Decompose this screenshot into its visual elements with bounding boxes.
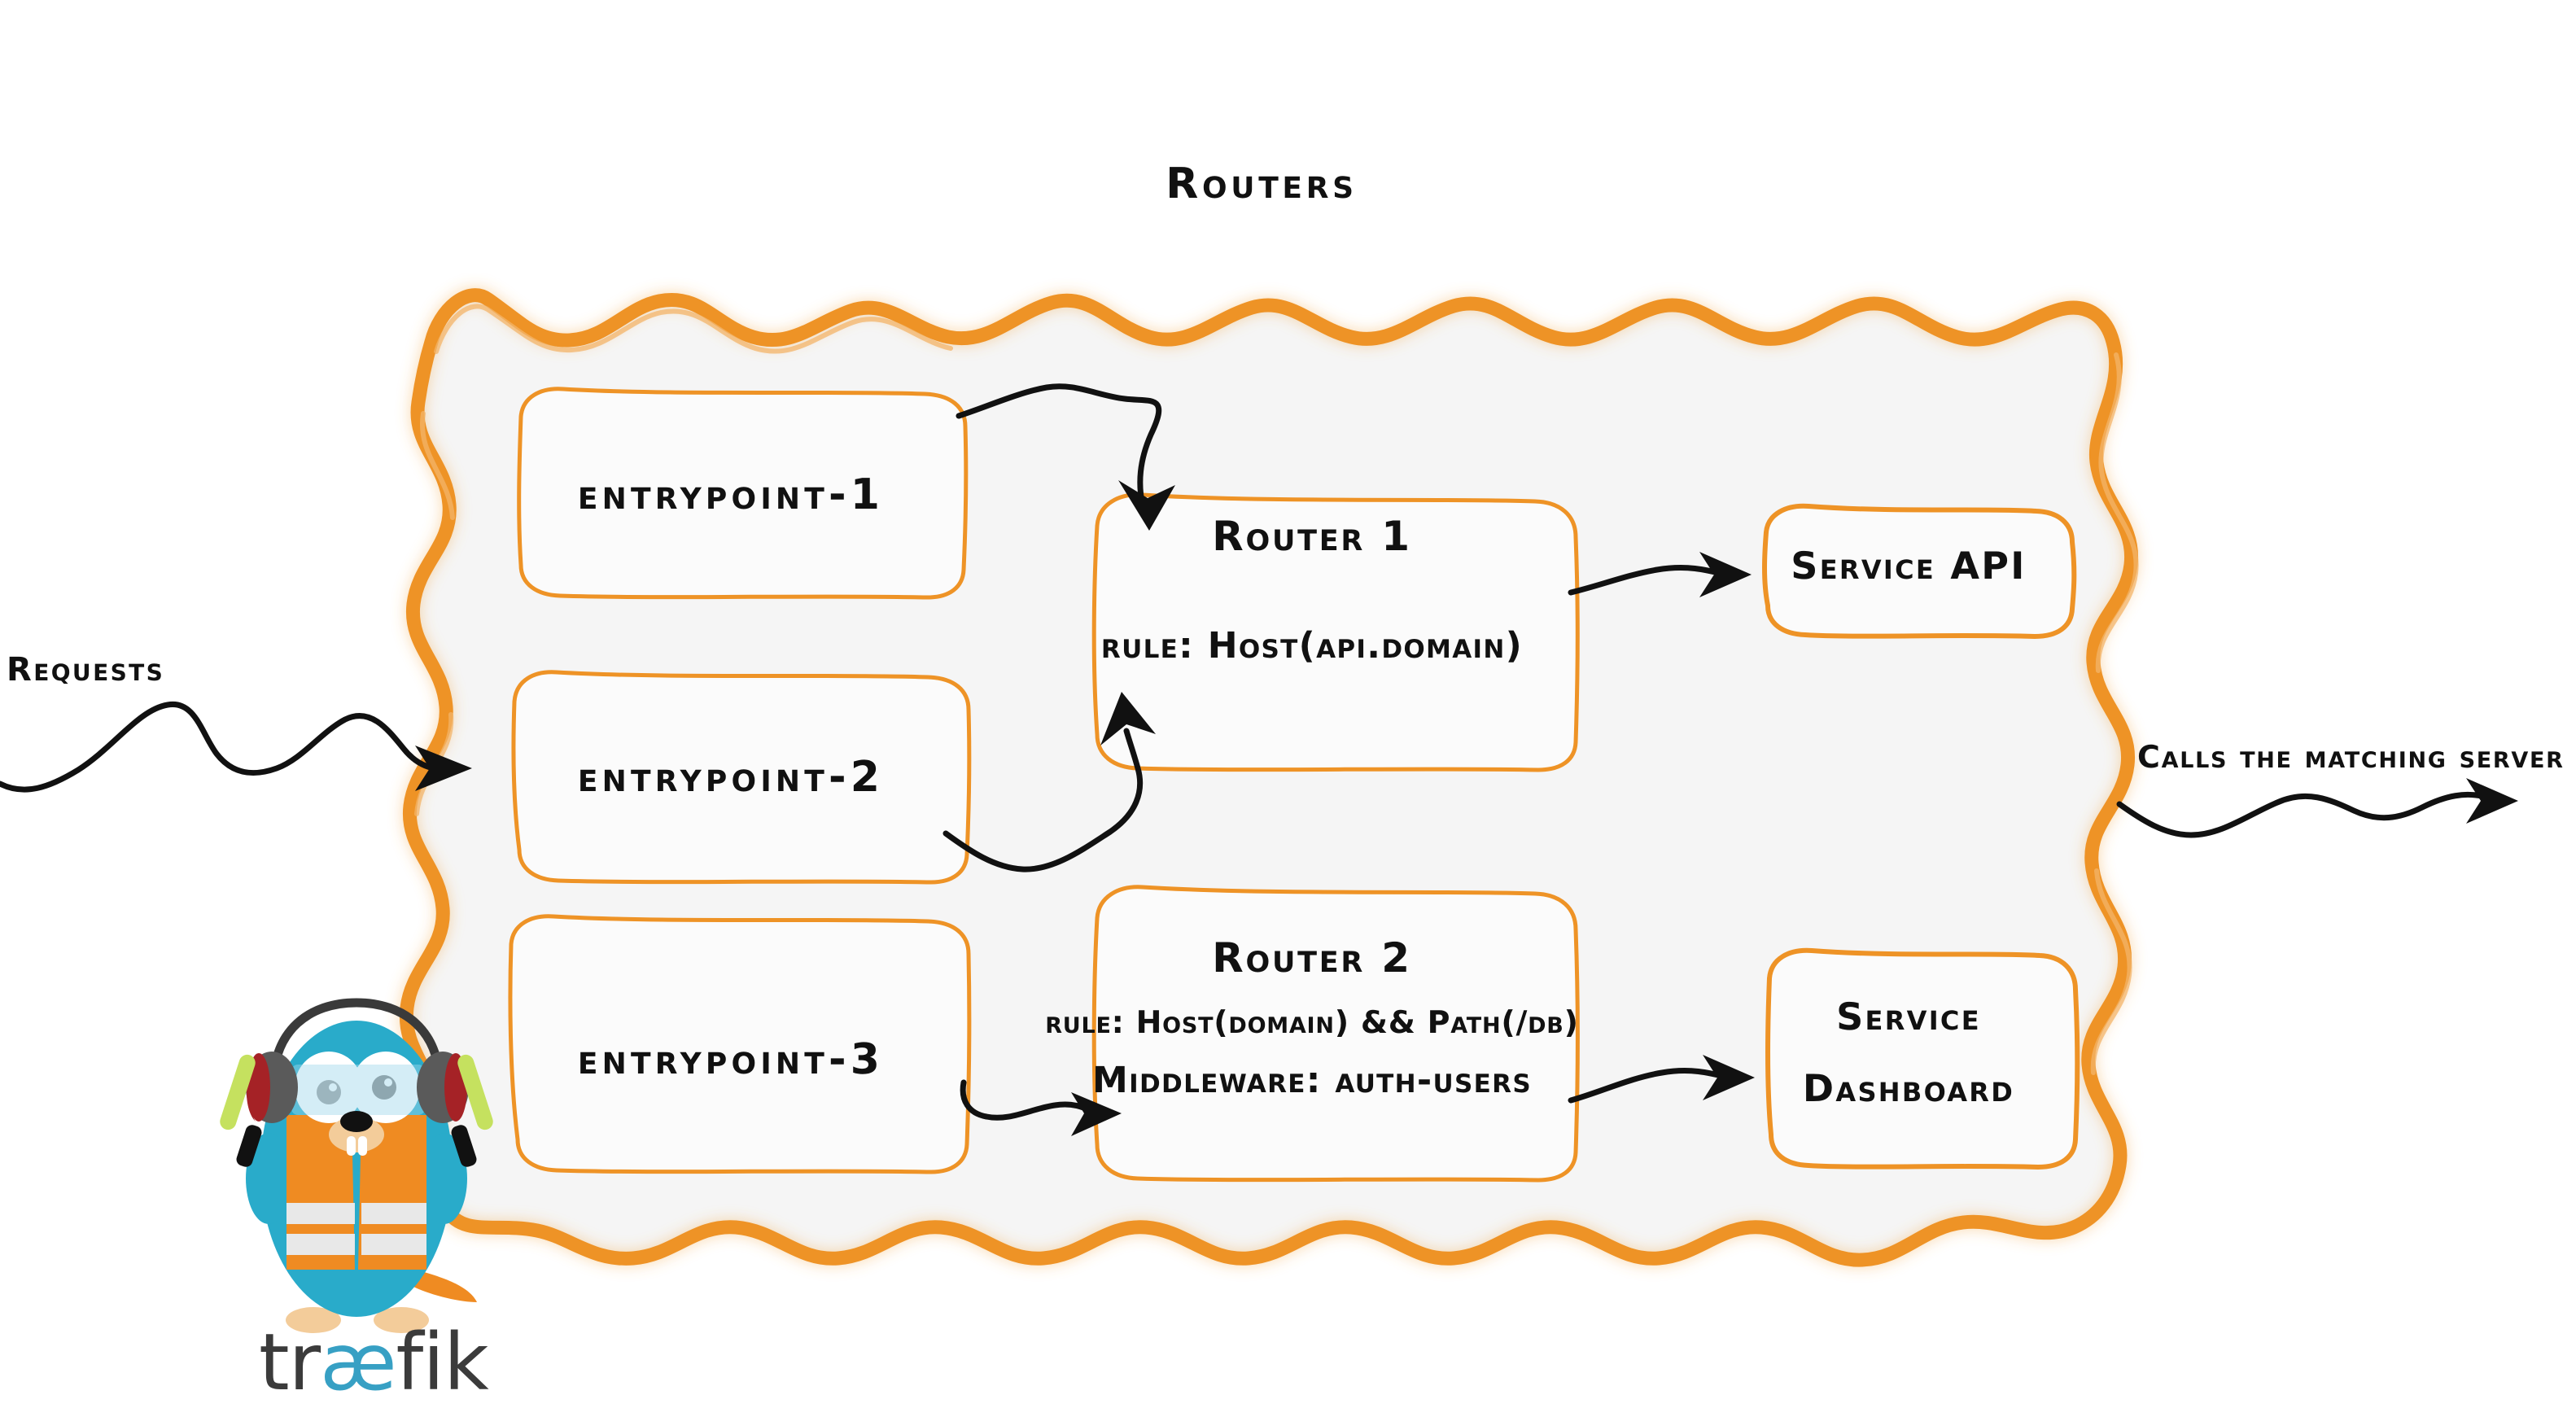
arrow-ep3-to-router2: [960, 1079, 1122, 1136]
entrypoint-3-label: entrypoint-3: [577, 1035, 885, 1084]
page-title: Routers: [1166, 160, 1358, 208]
arrow-router2-to-service-dashboard: [1568, 1055, 1755, 1104]
router-1-box-shape: [1091, 492, 1580, 772]
entrypoint-2-box[interactable]: [511, 670, 972, 885]
entrypoint-2-label: entrypoint-2: [577, 753, 885, 802]
router-2-box-shape: [1091, 885, 1580, 1183]
arrow-ep1-to-router1: [956, 383, 1175, 531]
arrow-requests-in: [0, 702, 472, 793]
service-dashboard-label-line1: Service: [1836, 995, 1981, 1039]
entrypoint-1-box-shape: [517, 387, 969, 600]
service-dashboard-box-shape: [1765, 947, 2080, 1170]
entrypoint-1-box[interactable]: [517, 387, 969, 600]
entrypoint-2-box-shape: [511, 670, 972, 885]
service-dashboard-box[interactable]: [1765, 947, 2080, 1170]
wordmark-pre: tr: [259, 1317, 321, 1408]
traefik-wordmark: træfik: [259, 1323, 489, 1401]
arrow-router1-to-service-api: [1568, 552, 1752, 597]
wordmark-ae-ligature: æ: [320, 1317, 396, 1408]
traefik-gopher-mascot: [220, 998, 493, 1333]
calls-matching-server-label: Calls the matching server: [2137, 739, 2565, 775]
entrypoint-3-box[interactable]: [508, 914, 972, 1174]
wordmark-post: fik: [396, 1317, 489, 1408]
service-api-box-shape: [1762, 503, 2077, 639]
router-2-middleware: Middleware: auth-users: [1092, 1060, 1532, 1101]
service-api-box[interactable]: [1762, 503, 2077, 639]
routers-panel-border-sketch: [414, 304, 2139, 1075]
arrow-ep2-to-router1: [942, 692, 1156, 872]
requests-label: Requests: [7, 651, 165, 689]
router-2-rule: rule: Host(domain) && Path(/db): [1045, 1004, 1579, 1040]
service-api-label: Service API: [1791, 544, 2027, 588]
router-1-title: Router 1: [1212, 513, 1412, 560]
router-1-box[interactable]: [1091, 492, 1580, 772]
arrow-calls-out: [2116, 778, 2518, 838]
entrypoint-3-box-shape: [508, 914, 972, 1174]
router-1-rule: rule: Host(api.domain): [1100, 625, 1524, 667]
router-2-title: Router 2: [1212, 934, 1412, 982]
service-dashboard-label-line2: Dashboard: [1802, 1066, 2015, 1110]
entrypoint-1-label: entrypoint-1: [577, 470, 885, 519]
router-2-box[interactable]: [1091, 885, 1580, 1183]
